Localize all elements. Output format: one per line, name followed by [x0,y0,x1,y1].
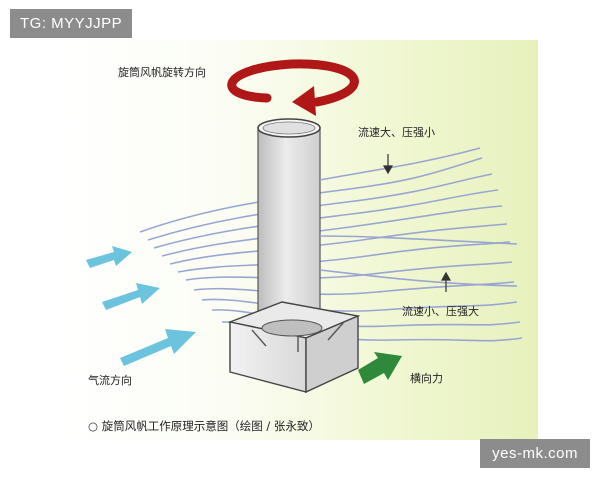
rotation-direction-label: 旋筒风帆旋转方向 [118,66,206,79]
lateral-force-label: 横向力 [410,372,443,385]
diagram-caption: ○ 旋筒风帆工作原理示意图（绘图 / 张永致） [88,419,320,433]
diagram-panel: 旋筒风帆旋转方向 流速大、压强小 流速小、压强大 气流方向 横向力 ○ 旋筒风帆… [62,40,538,440]
airflow-direction-label: 气流方向 [88,374,132,387]
base-box [227,301,361,394]
flow-lines-front [319,147,518,287]
diagram-graphic [86,59,523,394]
inflow-arrows [86,246,196,366]
pointer-arrows [382,154,452,292]
rotation-arrow-icon [227,59,359,116]
fast-flow-label: 流速大、压强小 [358,126,435,139]
watermark-bottom-right: yes-mk.com [480,439,590,468]
watermark-top-left: TG: MYYJJPP [10,9,133,38]
slow-flow-label: 流速小、压强大 [402,305,479,318]
lateral-force-arrow-icon [358,352,402,384]
